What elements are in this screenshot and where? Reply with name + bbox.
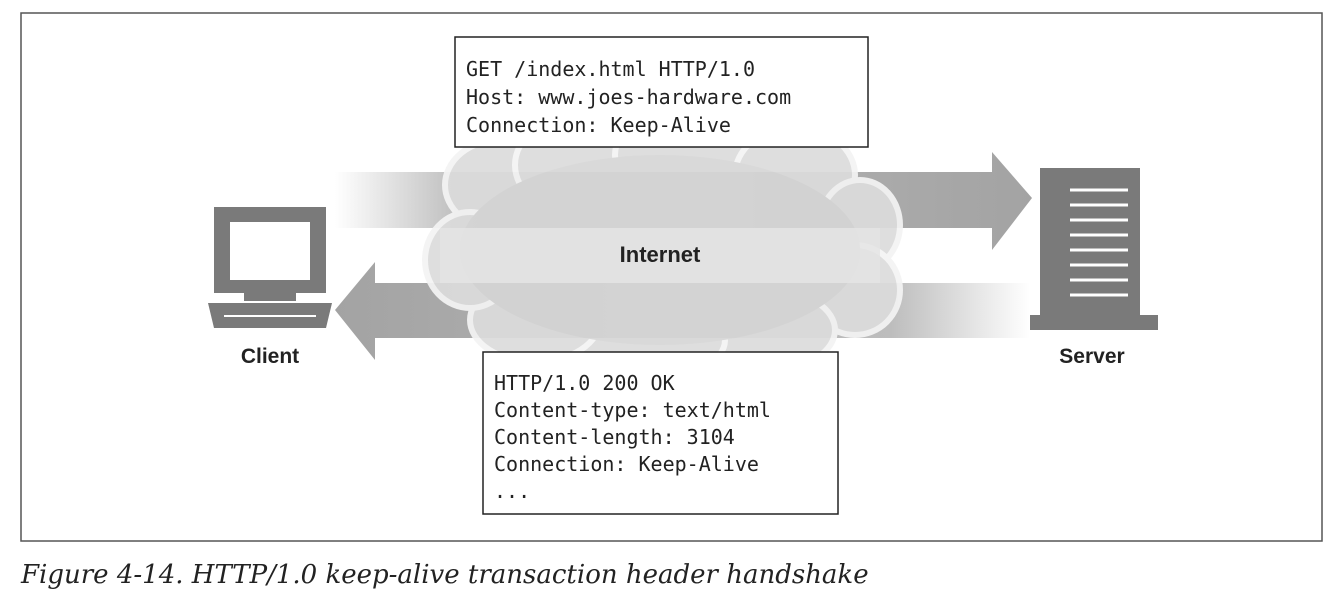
- request-line: GET /index.html HTTP/1.0: [466, 57, 755, 81]
- request-line: Host: www.joes-hardware.com: [466, 85, 791, 109]
- response-line: Connection: Keep-Alive: [494, 452, 759, 476]
- server-icon: [1030, 168, 1158, 330]
- internet-label: Internet: [620, 242, 701, 267]
- figure-caption: Figure 4-14. HTTP/1.0 keep-alive transac…: [20, 560, 869, 590]
- response-line: Content-length: 3104: [494, 425, 735, 449]
- request-line: Connection: Keep-Alive: [466, 113, 731, 137]
- client-computer-icon: [208, 207, 332, 328]
- response-line: HTTP/1.0 200 OK: [494, 371, 675, 395]
- response-line: Content-type: text/html: [494, 398, 771, 422]
- client-label: Client: [241, 345, 299, 368]
- response-line: ...: [494, 479, 530, 503]
- server-label: Server: [1059, 345, 1124, 368]
